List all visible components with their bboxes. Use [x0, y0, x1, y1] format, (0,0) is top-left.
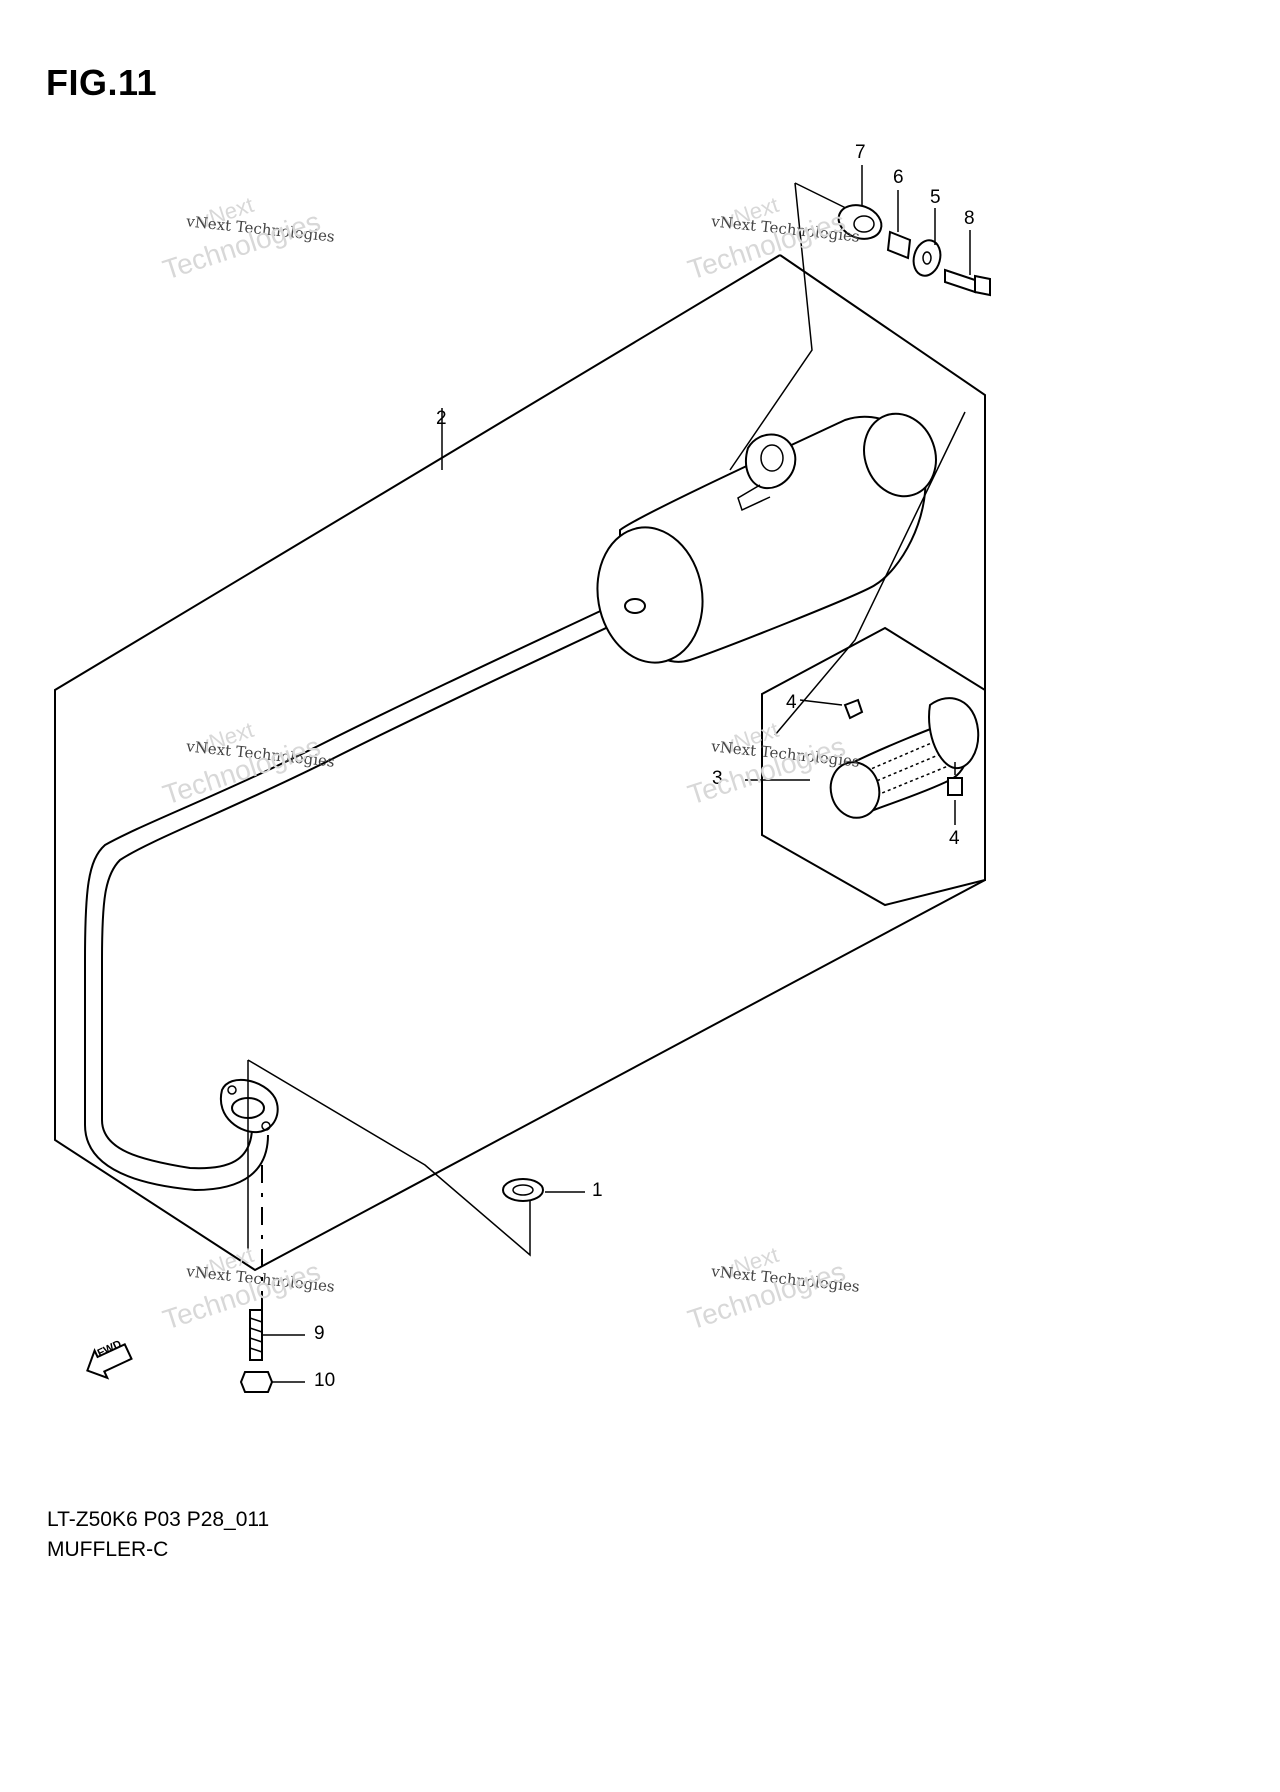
- part-1-gasket: [502, 1178, 544, 1202]
- callout-6: 6: [893, 167, 904, 188]
- assembly-frame: [54, 254, 986, 1272]
- callout-4-lower: 4: [949, 828, 960, 849]
- callout-3: 3: [712, 768, 723, 789]
- callout-4-upper: 4: [786, 692, 797, 713]
- part-name: MUFFLER-C: [47, 1538, 169, 1561]
- figure-title: FIG.11: [46, 62, 158, 103]
- callout-8: 8: [964, 208, 975, 229]
- fwd-arrow-icon: [86, 1342, 133, 1380]
- spark-arrester-ring: [829, 761, 881, 819]
- part-10-nut: [239, 1371, 274, 1393]
- part-6-collar: [886, 230, 912, 260]
- part-5-washer: [912, 239, 942, 277]
- model-code: LT-Z50K6 P03 P28_011: [47, 1508, 270, 1531]
- bolt-4-upper: [843, 698, 864, 720]
- exhaust-pipe-inner: [84, 597, 629, 1192]
- callout-5: 5: [930, 187, 941, 208]
- bolt-4-lower: [947, 777, 963, 796]
- callout-9: 9: [314, 1323, 325, 1344]
- exhaust-pipe: [101, 611, 641, 1170]
- callout-1: 1: [592, 1180, 603, 1201]
- callout-2: 2: [436, 408, 447, 429]
- callout-7: 7: [855, 142, 866, 163]
- spark-arrester-flange: [928, 697, 980, 770]
- muffler-outlet-cap: [863, 412, 937, 498]
- inset-frame: [761, 626, 986, 907]
- callout-10: 10: [314, 1370, 336, 1391]
- muffler-end-cap: [596, 526, 704, 664]
- part-9-stud: [249, 1309, 263, 1361]
- muffler-bracket: [745, 433, 797, 490]
- muffler-inlet: [624, 598, 646, 614]
